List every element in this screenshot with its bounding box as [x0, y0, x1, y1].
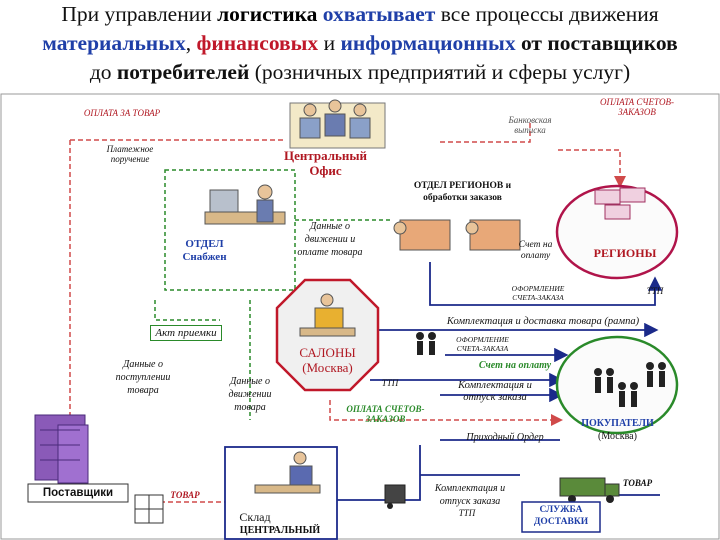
- label-regions: РЕГИОНЫ: [593, 246, 657, 260]
- label-buyers-city: (Москва): [598, 431, 637, 442]
- label-payment-invoices-orders: ОПЛАТА СЧЕТОВ-ЗАКАЗОВ: [599, 97, 675, 117]
- label-goods-2: ТОВАР: [622, 478, 653, 488]
- label-payment-order: Платежное поручение: [106, 144, 154, 164]
- label-buyers: ПОКУПАТЕЛИ: [581, 418, 654, 429]
- title-text: от поставщиков: [515, 31, 678, 55]
- regions-payment-flow: [558, 149, 626, 188]
- label-movement-payment-data: Данные о движении и оплате товара: [297, 221, 363, 258]
- label-payment-invoice-orders-2: ОПЛАТА СЧЕТОВ-ЗАКАЗОВ: [346, 404, 425, 424]
- title-line-3: до потребителей (розничных предприятий и…: [0, 58, 720, 87]
- title-highlight-info: информационных: [340, 31, 516, 55]
- label-picking-delivery-ramp: Комплектация и доставка товара (рампа): [446, 316, 640, 327]
- label-warehouse: Склад: [239, 510, 271, 524]
- buyers-people-icon: [594, 362, 666, 407]
- delivery-service-box: [521, 501, 601, 533]
- label-ttp-1: ТТП: [646, 286, 664, 296]
- title-text: При управлении: [61, 2, 218, 26]
- label-payment-for-goods: ОПЛАТА ЗА ТОВАР: [83, 108, 161, 118]
- label-bank-statement: Банковская выписка: [508, 115, 552, 135]
- title-highlight-covers: охватывает: [317, 2, 436, 26]
- label-ttp-3: ТТП: [458, 508, 476, 518]
- delivery-truck-icon: [559, 477, 620, 503]
- label-picking-shipment: Комплектация и отпуск заказа: [458, 380, 532, 403]
- title-text: все процессы движения: [435, 2, 659, 26]
- bank-statement-flow: [440, 120, 531, 143]
- title-text: до: [89, 60, 117, 84]
- title-highlight-consumers: потребителей: [116, 60, 250, 84]
- slide-title: При управлении логистика охватывает все …: [0, 0, 720, 92]
- title-highlight-logistics: логистика: [217, 2, 318, 26]
- supply-dept-loop: [164, 169, 296, 291]
- warehouse-out-flow: [337, 445, 421, 501]
- salons-worker-clipart: [299, 293, 356, 337]
- regions-circle: [555, 184, 679, 280]
- title-text: (розничных предприятий и сферы услуг): [249, 60, 631, 84]
- label-invoice-order-registration: ОФОРМЛЕНИЕ СЧЕТА-ЗАКАЗА: [511, 284, 565, 302]
- label-invoice-for-payment-2: Счет на оплату: [478, 360, 552, 371]
- invoice-order-flow: [429, 262, 663, 306]
- acceptance-flow: [154, 300, 220, 321]
- label-receipt-data: Данные о поступлении товара: [115, 359, 171, 396]
- label-receipt-order: Приходный Ордер: [466, 432, 544, 443]
- regions-buildings-icon: [594, 187, 646, 220]
- title-text: и: [318, 31, 341, 55]
- goods-crate-icon: [134, 494, 164, 524]
- title-line-2: материальных, финансовых и информационны…: [0, 29, 720, 58]
- salons-payment-flow: [329, 400, 563, 426]
- suppliers-box: [27, 483, 129, 503]
- buyers-circle: [555, 335, 679, 435]
- label-delivery-service: СЛУЖБА ДОСТАВКИ: [533, 505, 589, 527]
- suppliers-buildings-icon: [34, 414, 89, 484]
- supply-dept-worker-clipart: [204, 184, 286, 225]
- label-goods-1: ТОВАР: [170, 490, 200, 500]
- label-suppliers: Поставщики: [42, 487, 114, 499]
- label-invoice-order-registration-2: ОФОРМЛЕНИЕ СЧЕТА-ЗАКАЗА: [456, 335, 509, 353]
- label-invoice-for-payment: Счет на оплату: [518, 240, 553, 261]
- diagram-frame: [0, 93, 720, 540]
- warehouse-worker-clipart: [254, 451, 321, 494]
- central-office-clipart: [289, 99, 386, 149]
- label-movement-data: Данные о движении товара: [228, 376, 272, 413]
- label-warehouse-central: ЦЕНТРАЛЬНЫЙ: [239, 525, 321, 536]
- title-line-1: При управлении логистика охватывает все …: [0, 0, 720, 29]
- label-ttp-2: ТТП: [381, 378, 399, 388]
- label-salons: САЛОНЫ (Москва): [299, 345, 356, 375]
- label-acceptance-act: Акт приемки: [150, 325, 222, 341]
- walking-people-icon: [416, 332, 436, 355]
- hand-cart-icon: [384, 484, 406, 509]
- title-highlight-material: материальных: [42, 31, 186, 55]
- label-regions-dept: ОТДЕЛ РЕГИОНОВ и обработки заказов: [413, 181, 512, 203]
- title-text: ,: [185, 31, 197, 55]
- label-picking-shipment-2: Комплектация и отпуск заказа: [434, 483, 506, 507]
- title-highlight-financial: финансовых: [196, 31, 319, 55]
- label-supply-dept: ОТДЕЛ Снабжен: [182, 238, 227, 263]
- regions-workers-clipart: [393, 219, 521, 251]
- label-central-office: Центральный Офис: [283, 148, 368, 178]
- warehouse-box: [224, 446, 338, 540]
